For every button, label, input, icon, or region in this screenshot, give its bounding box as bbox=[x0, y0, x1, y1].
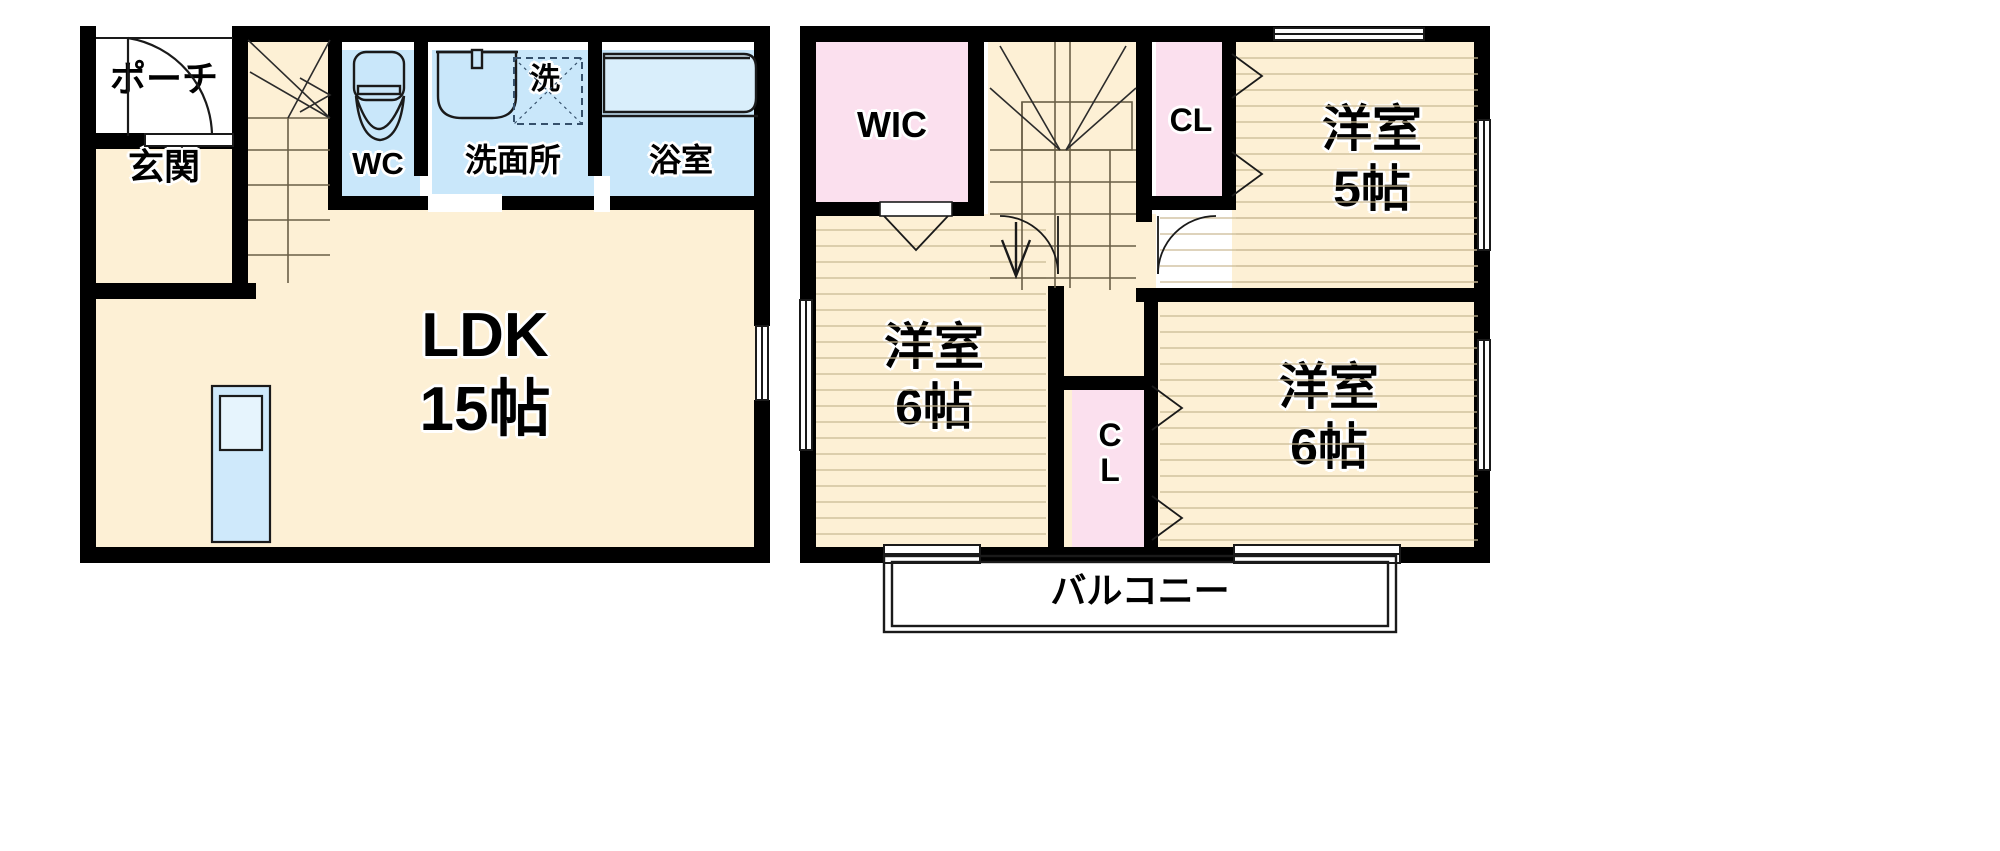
room-yokushitsu bbox=[600, 50, 762, 205]
label-closet-top: CL bbox=[1156, 102, 1226, 139]
label-genkan: 玄関 bbox=[88, 146, 240, 188]
label-washitsu-6-left-line1: 洋室 bbox=[884, 319, 984, 375]
label-wic: WIC bbox=[812, 104, 972, 146]
room-stairs-2f bbox=[988, 42, 1140, 220]
label-ldk: LDK 15帖 bbox=[340, 300, 630, 445]
label-balcony-text: バルコニー bbox=[1050, 570, 1230, 611]
f1-wall-top-b bbox=[240, 26, 770, 42]
door-swing-icon-washitsu-6-right bbox=[1157, 215, 1217, 275]
room-washitsu-6-right bbox=[1156, 300, 1482, 548]
label-balcony: バルコニー bbox=[884, 570, 1396, 612]
label-washitsu-6-right: 洋室 6帖 bbox=[1215, 358, 1443, 476]
f2-wall-wic-bottom bbox=[800, 202, 984, 216]
label-washitsu-6-left: 洋室 6帖 bbox=[820, 318, 1048, 436]
room-ldk-lower bbox=[88, 291, 762, 555]
label-washer-text: 洗 bbox=[530, 63, 560, 96]
f2-wall-cl-top-bottom bbox=[1136, 196, 1236, 210]
f1-wall-bath-left bbox=[588, 34, 602, 176]
label-wic-text: WIC bbox=[857, 104, 927, 145]
f1-wall-wc-right bbox=[414, 34, 428, 176]
f2-wall-stairs-right bbox=[1136, 26, 1152, 222]
label-washitsu-6-right-line1: 洋室 bbox=[1279, 359, 1379, 415]
f1-wall-porch-right bbox=[232, 26, 248, 149]
f2-wall-landing-right bbox=[1144, 288, 1158, 562]
f1-wall-wc-left bbox=[328, 34, 342, 209]
f1-door-bath bbox=[594, 176, 610, 212]
f2-wall-mid-horizontal bbox=[1136, 288, 1490, 302]
label-porch-text: ポーチ bbox=[109, 58, 218, 99]
f1-wall-bottom bbox=[80, 547, 770, 563]
label-wc-text: WC bbox=[352, 146, 404, 181]
f1-wall-right-lower bbox=[754, 400, 770, 563]
label-ldk-line2: 15帖 bbox=[419, 375, 551, 444]
label-washitsu-5: 洋室 5帖 bbox=[1262, 100, 1482, 218]
f2-wall-6left-right bbox=[1048, 286, 1064, 558]
label-yokushitsu-text: 浴室 bbox=[648, 142, 713, 178]
f2-wall-cl-bottom-left bbox=[1064, 376, 1150, 390]
f1-wall-genkan-bottom bbox=[80, 283, 256, 299]
f1-wall-water-bottom bbox=[328, 196, 770, 210]
label-wc: WC bbox=[336, 146, 420, 182]
label-washer: 洗 bbox=[512, 63, 578, 97]
label-porch: ポーチ bbox=[88, 58, 240, 100]
label-washitsu-5-line2: 5帖 bbox=[1333, 161, 1411, 217]
room-washitsu-5 bbox=[1232, 42, 1482, 290]
f1-wall-genkan-right bbox=[232, 149, 248, 291]
label-ldk-line1: LDK bbox=[421, 301, 549, 370]
label-washitsu-6-left-line2: 6帖 bbox=[895, 379, 973, 435]
f1-wall-right bbox=[754, 26, 770, 326]
label-senmenjo: 洗面所 bbox=[430, 142, 596, 179]
label-senmenjo-text: 洗面所 bbox=[464, 142, 561, 178]
f2-wall-wic-right bbox=[968, 26, 984, 216]
label-closet-top-text: CL bbox=[1169, 102, 1213, 138]
label-washitsu-5-line1: 洋室 bbox=[1322, 101, 1422, 157]
label-yokushitsu: 浴室 bbox=[600, 142, 762, 179]
label-washitsu-6-right-line2: 6帖 bbox=[1290, 419, 1368, 475]
room-closet-bottom bbox=[1072, 388, 1148, 548]
room-wic bbox=[812, 42, 972, 202]
label-genkan-text: 玄関 bbox=[127, 146, 200, 187]
room-closet-top bbox=[1156, 42, 1226, 204]
f1-door-wc bbox=[428, 194, 502, 212]
